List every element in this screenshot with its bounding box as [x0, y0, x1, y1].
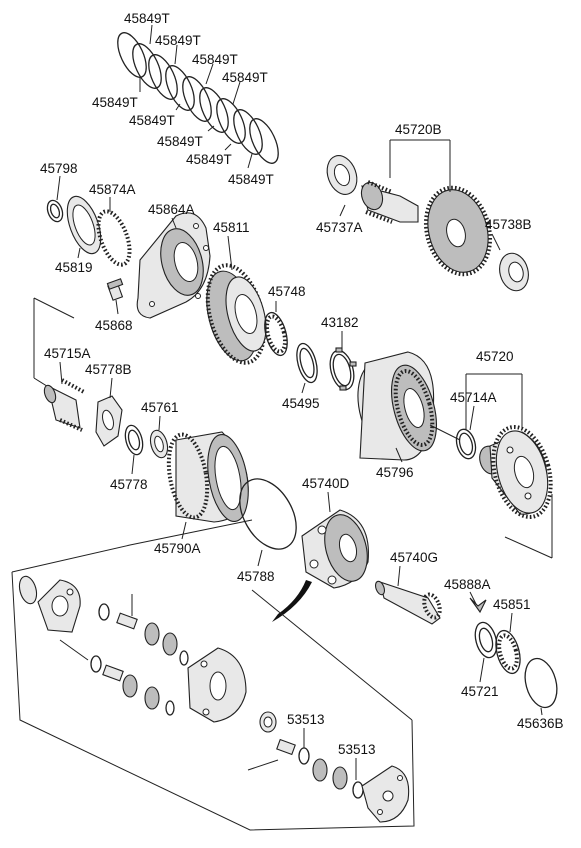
sun-gear-45715A[interactable]: [42, 378, 85, 432]
carrier-pointer-arrow: [272, 580, 312, 622]
leader-45740G: [397, 565, 401, 587]
leader-45788: [257, 549, 263, 567]
label-45636B[interactable]: 45636B: [517, 716, 564, 731]
label-43182[interactable]: 43182: [321, 315, 359, 330]
carrier-detail-parts[interactable]: [17, 574, 410, 823]
label-45796[interactable]: 45796: [376, 465, 414, 480]
bearing-45761[interactable]: [148, 428, 171, 459]
output-shaft-45740G[interactable]: [374, 580, 443, 625]
leader-45811: [227, 235, 233, 271]
leader-45636B: [540, 707, 543, 716]
bracket-line-45715A: [33, 297, 75, 389]
leader-lines-45720B: [339, 139, 501, 251]
leader-45715A: [59, 361, 63, 385]
pinion-shaft-45720B[interactable]: [358, 179, 419, 224]
leader-lines-45849T: [139, 24, 253, 169]
label-45864A[interactable]: 45864A: [148, 202, 195, 217]
thrust-bearing-45748[interactable]: [261, 310, 292, 358]
leader-45495: [301, 382, 306, 394]
label-53513-1[interactable]: 53513: [287, 712, 325, 727]
label-45849T-1[interactable]: 45849T: [124, 11, 170, 26]
label-45868[interactable]: 45868: [95, 318, 133, 333]
leader-lines-45720: [465, 373, 553, 559]
leader-45868: [115, 299, 119, 315]
leader-45864A: [171, 217, 177, 229]
label-53513-2[interactable]: 53513: [338, 742, 376, 757]
snap-ring-45788[interactable]: [228, 469, 308, 559]
washer-45721[interactable]: [472, 620, 501, 660]
snap-ring-45636B[interactable]: [520, 655, 562, 711]
label-45721[interactable]: 45721: [461, 684, 499, 699]
leader-45778B: [109, 377, 113, 399]
label-45740D[interactable]: 45740D: [302, 476, 350, 491]
label-45778B[interactable]: 45778B: [85, 362, 132, 377]
retainer-45864A[interactable]: [136, 212, 211, 319]
label-45738B[interactable]: 45738B: [485, 217, 532, 232]
label-45495[interactable]: 45495: [282, 396, 320, 411]
label-45737A[interactable]: 45737A: [316, 220, 363, 235]
part-number-labels: 45849T 45849T 45849T 45849T 45849T 45849…: [40, 11, 564, 757]
bearing-race-45874A-45819[interactable]: [61, 192, 136, 269]
leader-45778: [131, 454, 135, 475]
label-45819[interactable]: 45819: [55, 260, 93, 275]
leader-45798: [56, 175, 61, 201]
leader-45851: [509, 612, 513, 633]
thrust-bearing-45851[interactable]: [492, 628, 525, 676]
snap-ring-stack-45849T[interactable]: [112, 29, 284, 168]
leader-45740D: [327, 491, 331, 513]
washer-45798[interactable]: [45, 198, 66, 223]
label-45761[interactable]: 45761: [141, 400, 179, 415]
label-45798[interactable]: 45798: [40, 161, 78, 176]
label-45851[interactable]: 45851: [493, 597, 531, 612]
pin-45888A[interactable]: [469, 597, 487, 614]
label-45811[interactable]: 45811: [213, 220, 250, 235]
washer-45495[interactable]: [293, 341, 321, 384]
label-45849T-5[interactable]: 45849T: [92, 95, 138, 110]
clutch-drum-45796[interactable]: [348, 351, 445, 466]
leader-45796: [395, 447, 403, 463]
leader-45888A: [469, 591, 477, 605]
planet-carrier-45740D[interactable]: [301, 509, 374, 589]
leader-drum-axis: [429, 424, 461, 441]
label-45849T-9[interactable]: 45849T: [228, 172, 274, 187]
label-45740G[interactable]: 45740G: [390, 550, 438, 565]
planetary-housing-45720[interactable]: [477, 421, 560, 524]
leader-45721: [479, 657, 485, 683]
label-45715A[interactable]: 45715A: [44, 346, 91, 361]
washer-45778[interactable]: [122, 423, 145, 456]
plate-45778B[interactable]: [95, 395, 123, 447]
carrier-detail-outline: [11, 519, 415, 831]
label-45849T-6[interactable]: 45849T: [129, 113, 175, 128]
driven-gear-45720B[interactable]: [417, 180, 500, 281]
bolt-45868[interactable]: [106, 278, 124, 301]
label-45888A[interactable]: 45888A: [444, 577, 491, 592]
bearing-45737A[interactable]: [322, 151, 362, 198]
label-45788[interactable]: 45788: [237, 569, 275, 584]
leader-45761: [158, 415, 161, 431]
snap-ring-45714A[interactable]: [453, 427, 478, 461]
label-45849T-3[interactable]: 45849T: [192, 52, 238, 67]
label-45849T-2[interactable]: 45849T: [155, 33, 201, 48]
bearing-45738B[interactable]: [496, 250, 533, 294]
label-45778[interactable]: 45778: [110, 477, 148, 492]
label-45849T-8[interactable]: 45849T: [186, 152, 232, 167]
label-45720[interactable]: 45720: [476, 349, 514, 364]
label-45714A[interactable]: 45714A: [450, 390, 497, 405]
label-45874A[interactable]: 45874A: [89, 182, 136, 197]
ring-gear-45811[interactable]: [198, 259, 274, 369]
label-45849T-4[interactable]: 45849T: [222, 70, 268, 85]
leader-45790A: [181, 521, 187, 540]
drum-45790A[interactable]: [163, 431, 254, 524]
leader-45819: [77, 247, 81, 259]
label-45748[interactable]: 45748: [268, 284, 306, 299]
snap-ring-43182[interactable]: [326, 347, 358, 392]
label-45790A[interactable]: 45790A: [154, 541, 201, 556]
label-45849T-7[interactable]: 45849T: [157, 134, 203, 149]
label-45720B[interactable]: 45720B: [395, 122, 442, 137]
